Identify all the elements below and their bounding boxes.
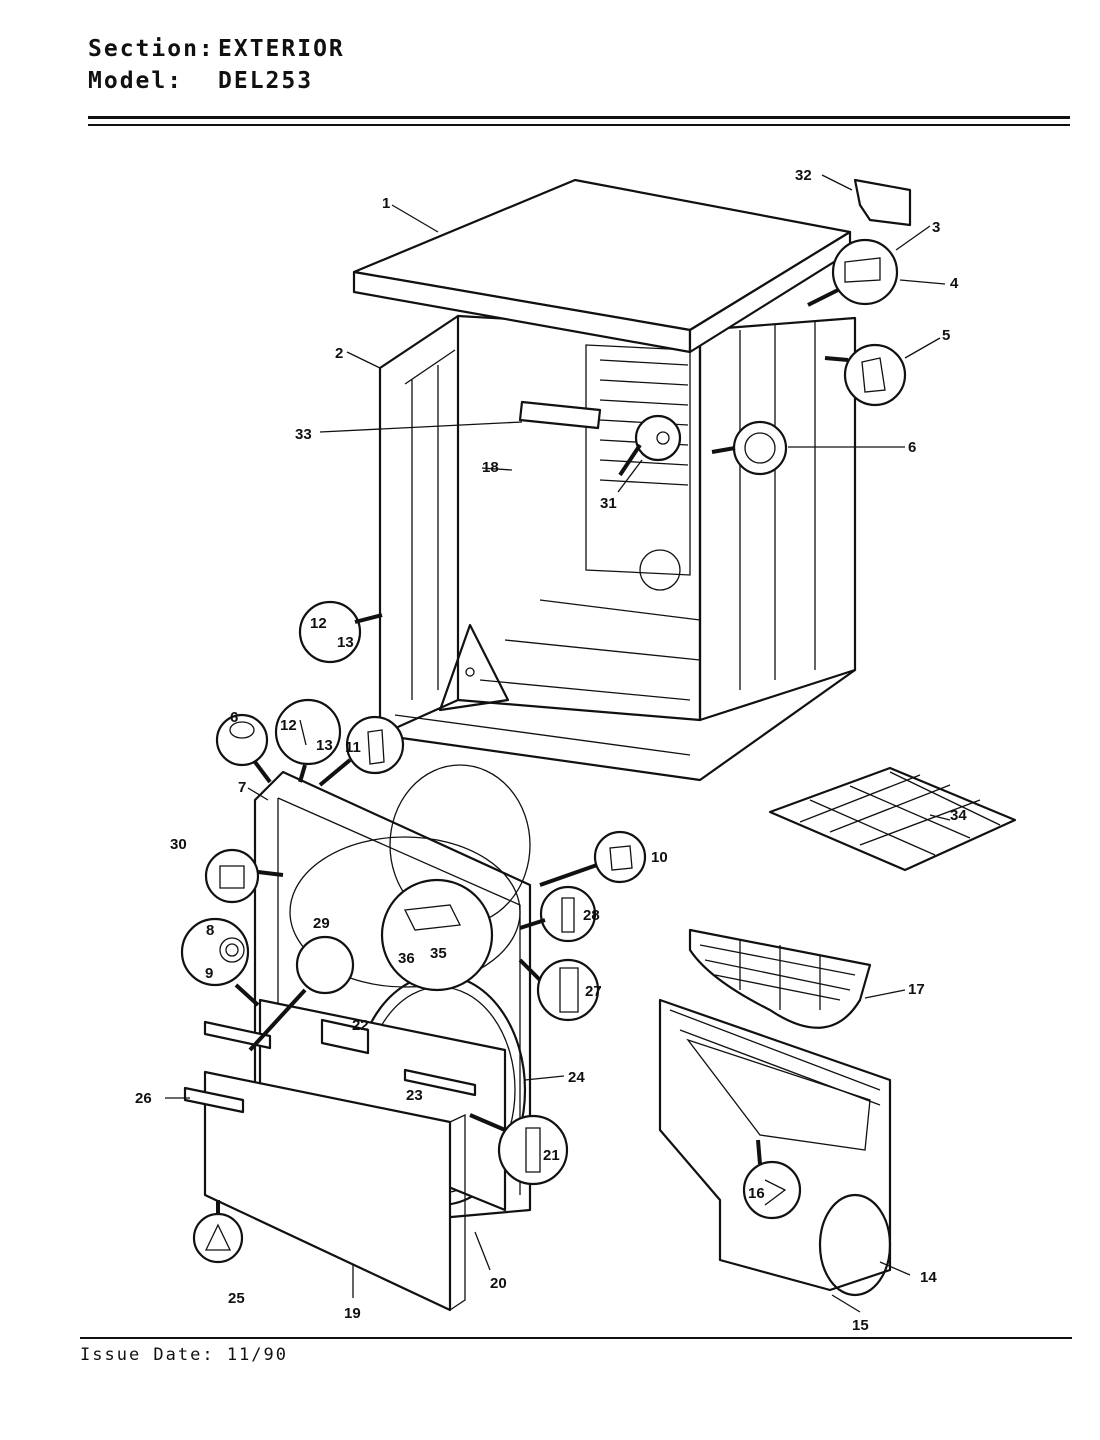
part-label-18: 18	[482, 459, 499, 476]
part-label-4: 4	[950, 275, 959, 292]
footer-rule	[80, 1337, 1072, 1339]
part-label-21: 21	[543, 1147, 560, 1164]
part-label-10: 10	[651, 849, 668, 866]
part-label-36: 36	[398, 950, 415, 967]
part-label-30: 30	[170, 836, 187, 853]
part-label-12-side: 12	[310, 615, 327, 632]
part-label-13-front: 13	[316, 737, 333, 754]
part-label-22: 22	[352, 1017, 369, 1034]
top-panel	[352, 178, 852, 354]
lint-filter	[688, 928, 872, 1029]
part-label-34: 34	[950, 807, 967, 824]
header-rule-top	[88, 116, 1070, 119]
drying-rack	[768, 766, 1017, 872]
part-label-2: 2	[335, 345, 343, 362]
model-line: Model: DEL253	[88, 68, 313, 94]
part-label-17: 17	[908, 981, 925, 998]
part-label-28: 28	[583, 907, 600, 924]
part-label-24: 24	[568, 1069, 585, 1086]
callout-connectors	[216, 288, 849, 1214]
detail-callouts	[180, 178, 912, 1264]
part-label-33: 33	[295, 426, 312, 443]
part-label-27: 27	[585, 983, 602, 1000]
section-value: EXTERIOR	[218, 36, 345, 62]
part-label-6: 6	[908, 439, 916, 456]
part-label-23: 23	[406, 1087, 423, 1104]
part-label-31: 31	[600, 495, 617, 512]
part-label-16: 16	[748, 1185, 765, 1202]
part-number-labels: 1 2 3 4 5 6 6 7 8 9 10 11 12 12 13 13 14…	[135, 167, 967, 1334]
model-value: DEL253	[218, 68, 314, 94]
part-label-7: 7	[238, 779, 246, 796]
part-label-13-side: 13	[337, 634, 354, 651]
part-label-11: 11	[345, 739, 361, 756]
part-label-5: 5	[942, 327, 950, 344]
part-label-35: 35	[430, 945, 447, 962]
section-line: Section:EXTERIOR	[88, 36, 345, 62]
door-assembly	[183, 998, 507, 1312]
part-label-20: 20	[490, 1275, 507, 1292]
issue-date: Issue Date: 11/90	[80, 1345, 288, 1365]
part-label-6-front: 6	[230, 709, 238, 726]
part-label-19: 19	[344, 1305, 361, 1322]
part-label-8: 8	[206, 922, 214, 939]
part-label-1: 1	[382, 195, 390, 212]
part-label-26: 26	[135, 1090, 152, 1107]
part-label-12-front: 12	[280, 717, 297, 734]
header-rule-bottom	[88, 124, 1070, 126]
model-label: Model:	[88, 68, 184, 94]
part-label-9: 9	[205, 965, 213, 982]
part-label-14: 14	[920, 1269, 937, 1286]
cabinet-body	[378, 314, 857, 782]
part-label-3: 3	[932, 219, 940, 236]
section-label: Section:	[88, 36, 215, 62]
label-leaders	[165, 174, 951, 1313]
duct-assembly	[658, 998, 892, 1297]
part-label-25: 25	[228, 1290, 245, 1307]
part-label-32: 32	[795, 167, 812, 184]
part-label-29: 29	[313, 915, 330, 932]
part-label-15: 15	[852, 1317, 869, 1334]
